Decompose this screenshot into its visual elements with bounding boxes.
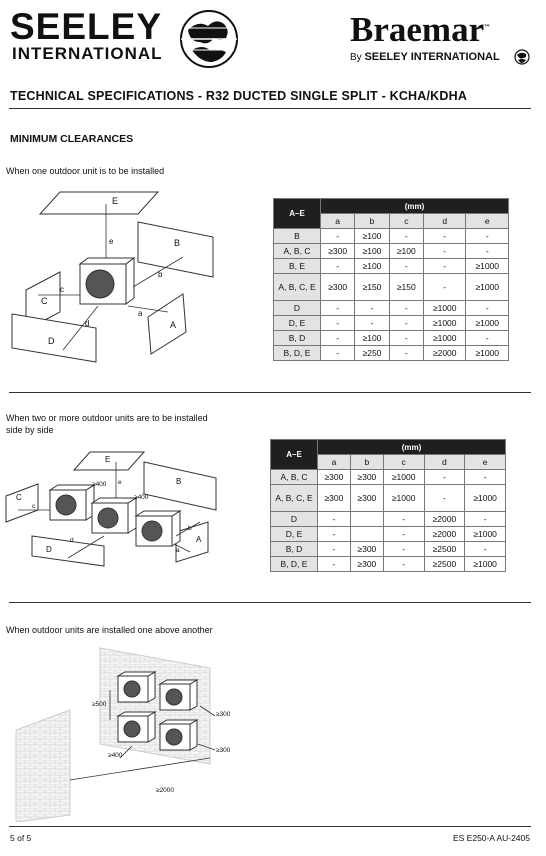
svg-text:c: c [32,503,36,510]
table-row: A, B, C, E≥300≥300≥1000-≥1000 [270,484,506,512]
table-row: B, D-≥300-≥2500- [270,541,506,557]
svg-text:A: A [170,320,176,330]
svg-text:A: A [196,535,202,544]
svg-text:≥400: ≥400 [108,752,123,759]
seeley-logo-text: SEELEY [10,6,162,47]
panel-e [38,191,160,215]
title-rule [9,108,531,109]
side-wall [15,709,71,822]
svg-text:D: D [48,336,55,346]
case2-clearance-diagram: E B C A D ≥400 ≥400 e c d b a [5,451,217,567]
table-unit-header: (mm) [320,198,509,214]
svg-text:B: B [174,238,180,248]
braemar-by-seeley: By SEELEY INTERNATIONAL [350,51,500,63]
svg-text:e: e [118,479,122,486]
table-row: A, B, C≥300≥100≥100-- [273,243,509,259]
svg-text:≥400: ≥400 [134,494,149,501]
svg-text:≥300: ≥300 [216,711,231,718]
table-row: D---≥1000- [273,300,509,316]
globe-logo-icon [180,10,238,68]
table-unit-header: (mm) [317,439,506,455]
section-rule-1 [9,392,531,393]
svg-text:C: C [41,296,48,306]
col-header: a [317,454,351,470]
case2-clearance-table: A–E (mm) a b c d e A, B, C≥300≥300≥1000-… [270,439,506,572]
case3-caption: When outdoor units are installed one abo… [6,625,213,635]
table-corner-header: A–E [273,198,321,229]
table-corner-header: A–E [270,439,318,470]
col-header: b [354,213,390,229]
page-number: 5 of 5 [10,833,32,843]
svg-text:≥400: ≥400 [92,481,107,488]
svg-text:E: E [105,455,110,464]
table-row: B, D-≥100-≥1000- [273,330,509,346]
svg-text:a: a [176,547,180,554]
table-row: D, E--≥2000≥1000 [270,526,506,542]
table-row: D, E---≥1000≥1000 [273,315,509,331]
svg-text:d: d [85,319,89,328]
table-row: B, E-≥100--≥1000 [273,258,509,274]
section-title: MINIMUM CLEARANCES [10,133,134,145]
svg-text:a: a [138,309,143,318]
svg-text:E: E [112,196,118,206]
col-header: a [319,213,356,229]
col-header: d [422,213,467,229]
table-row: B, D, E-≥300-≥2500≥1000 [270,556,506,572]
case3-stacked-diagram: ≥500 ≥300 ≥400 ≥300 ≥2000 [15,647,231,822]
col-header: c [382,454,425,470]
table-row: B, D, E-≥250-≥2000≥1000 [273,345,509,361]
outdoor-units [48,484,182,547]
outdoor-unit [78,257,136,305]
panel-d [11,313,97,363]
svg-text:≥2000: ≥2000 [156,787,174,794]
svg-text:C: C [16,493,22,502]
col-header: e [464,454,506,470]
document-code: ES E250-A AU-2405 [452,833,530,843]
footer-rule [9,826,531,827]
svg-text:c: c [60,285,64,294]
col-header: d [423,454,466,470]
stacked-units [116,671,199,751]
section-rule-2 [9,602,531,603]
case1-clearance-diagram: E B C A D e b c a d [11,191,214,363]
svg-text:d: d [70,537,74,544]
seeley-logo-subtext: INTERNATIONAL [12,44,163,63]
case2-caption: When two or more outdoor units are to be… [6,413,208,435]
col-header: e [465,213,509,229]
col-header: c [388,213,424,229]
table-row: D--≥2000- [270,511,506,527]
case1-clearance-table: A–E (mm) a b c d e B-≥100--- A, B, C≥300… [273,198,509,361]
svg-text:e: e [109,237,114,246]
svg-text:B: B [176,477,181,486]
svg-text:D: D [46,545,52,554]
svg-text:≥300: ≥300 [216,747,231,754]
table-row: B-≥100--- [273,228,509,244]
page-title: TECHNICAL SPECIFICATIONS - R32 DUCTED SI… [10,89,468,103]
case1-caption: When one outdoor unit is to be installed [6,166,165,176]
panel-a [147,293,187,355]
braemar-logo-text: Braemar™ [350,10,491,49]
svg-text:b: b [188,525,192,532]
small-globe-icon [514,49,530,65]
svg-text:b: b [158,270,163,279]
panel-b [137,221,214,278]
svg-text:≥500: ≥500 [92,701,107,708]
col-header: b [349,454,384,470]
table-row: A, B, C≥300≥300≥1000-- [270,469,506,485]
table-row: A, B, C, E≥300≥150≥150-≥1000 [273,273,509,301]
